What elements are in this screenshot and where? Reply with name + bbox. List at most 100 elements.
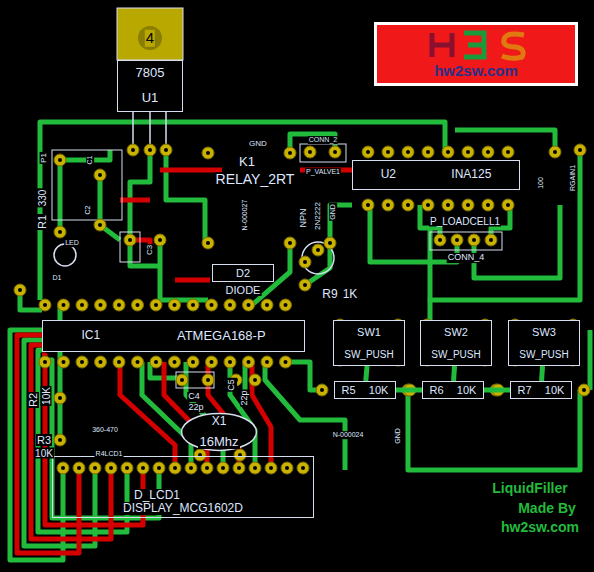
solder-pad	[187, 356, 199, 368]
drill-hole	[148, 148, 152, 152]
drill-hole	[99, 360, 103, 364]
solder-pad	[113, 356, 125, 368]
solder-pad	[284, 237, 296, 249]
silkscreen-label: C1	[86, 155, 94, 166]
silkscreen-label: K1	[238, 155, 256, 169]
solder-pad	[132, 299, 144, 311]
part-value: ATMEGA168-P	[176, 329, 267, 343]
component-box: IC1 ATMEGA168-P	[42, 320, 305, 352]
solder-pad	[95, 299, 107, 311]
part-reference: X1	[211, 415, 228, 428]
silkscreen-label: P_LOADCELL1	[429, 216, 501, 227]
solder-pad	[224, 356, 236, 368]
drill-hole	[288, 241, 292, 245]
drill-hole	[316, 248, 320, 252]
solder-pad	[434, 234, 446, 246]
component-box: 7805U1	[117, 60, 183, 112]
silkscreen-label: 360-470	[91, 426, 119, 434]
solder-pad	[502, 146, 514, 158]
drill-hole	[18, 288, 22, 292]
drill-hole	[446, 203, 450, 207]
silkscreen-label: GND	[329, 203, 337, 221]
solder-pad	[127, 144, 139, 156]
solder-pad	[329, 146, 341, 158]
board-note: Made By	[517, 501, 577, 516]
solder-pad	[202, 374, 214, 386]
logo-stroke	[464, 33, 484, 57]
drill-hole	[206, 151, 210, 155]
drill-hole	[136, 303, 140, 307]
solder-pad	[201, 462, 213, 474]
solder-pad	[73, 462, 85, 474]
silkscreen-label: CONN_2	[308, 136, 338, 144]
solder-pad	[362, 146, 374, 158]
solder-pad	[284, 147, 296, 159]
part-reference: SW1	[356, 326, 382, 338]
solder-pad	[324, 237, 336, 249]
silkscreen-label: C5	[227, 378, 237, 392]
solder-pad	[402, 146, 414, 158]
solder-pad	[169, 356, 181, 368]
solder-pad	[132, 356, 144, 368]
part-reference: IC1	[80, 329, 101, 342]
silkscreen-label: 22p	[187, 403, 204, 413]
copper-trace	[370, 205, 457, 262]
silkscreen-label: N-000024	[332, 431, 365, 439]
part-value: DIODE	[225, 284, 262, 296]
silkscreen-label: D1	[52, 274, 63, 282]
logo-mark	[424, 29, 534, 61]
solder-pad	[54, 154, 66, 166]
drill-hole	[328, 241, 332, 245]
drill-hole	[206, 378, 210, 382]
solder-pad	[485, 234, 497, 246]
component-box: SW3SW_PUSH	[508, 320, 580, 366]
part-value: 16Mhz	[198, 435, 239, 449]
silkscreen-label: R1	[36, 214, 48, 230]
drill-hole	[43, 360, 47, 364]
part-reference: R7	[517, 384, 533, 396]
copper-trace-link	[484, 388, 510, 393]
silkscreen-label: 10K	[34, 448, 54, 459]
copper-trace	[408, 390, 580, 470]
part-value: SW_PUSH	[430, 349, 481, 360]
solder-pad	[281, 462, 293, 474]
drill-hole	[303, 283, 307, 287]
drill-hole	[157, 466, 161, 470]
drill-hole	[58, 158, 62, 162]
component-box: SW2SW_PUSH	[420, 320, 492, 366]
logo-box: hw2sw.com	[374, 22, 578, 86]
connector-outline	[300, 144, 346, 162]
solder-pad	[202, 237, 214, 249]
drill-hole	[284, 360, 288, 364]
copper-trace	[40, 122, 445, 300]
drill-hole	[109, 466, 113, 470]
drill-hole	[131, 148, 135, 152]
solder-pad	[194, 449, 206, 461]
silkscreen-label: C4	[187, 392, 201, 402]
solder-pad	[462, 199, 474, 211]
drill-hole	[489, 238, 493, 242]
drill-hole	[191, 303, 195, 307]
part-reference: hw2sw.com	[433, 63, 519, 80]
drill-hole	[180, 378, 184, 382]
drill-hole	[466, 150, 470, 154]
solder-pad	[280, 356, 292, 368]
solder-pad	[202, 147, 214, 159]
solder-pad	[233, 462, 245, 474]
part-value: 10K	[544, 384, 566, 396]
drill-hole	[136, 360, 140, 364]
drill-hole	[247, 360, 251, 364]
drill-hole	[58, 230, 62, 234]
drill-hole	[366, 203, 370, 207]
copper-trace-link	[539, 366, 545, 381]
solder-pad	[402, 199, 414, 211]
drill-hole	[455, 238, 459, 242]
component-box: R510K	[334, 381, 396, 399]
silkscreen-label: 4	[145, 30, 155, 47]
solder-pad	[58, 299, 70, 311]
silkscreen-label: 2N2222	[314, 201, 323, 231]
solder-pad	[94, 169, 106, 181]
drill-hole	[426, 203, 430, 207]
component-box: D_LCD1DISPLAY_MCG1602D	[52, 456, 314, 518]
silkscreen-label: C3	[146, 244, 155, 256]
